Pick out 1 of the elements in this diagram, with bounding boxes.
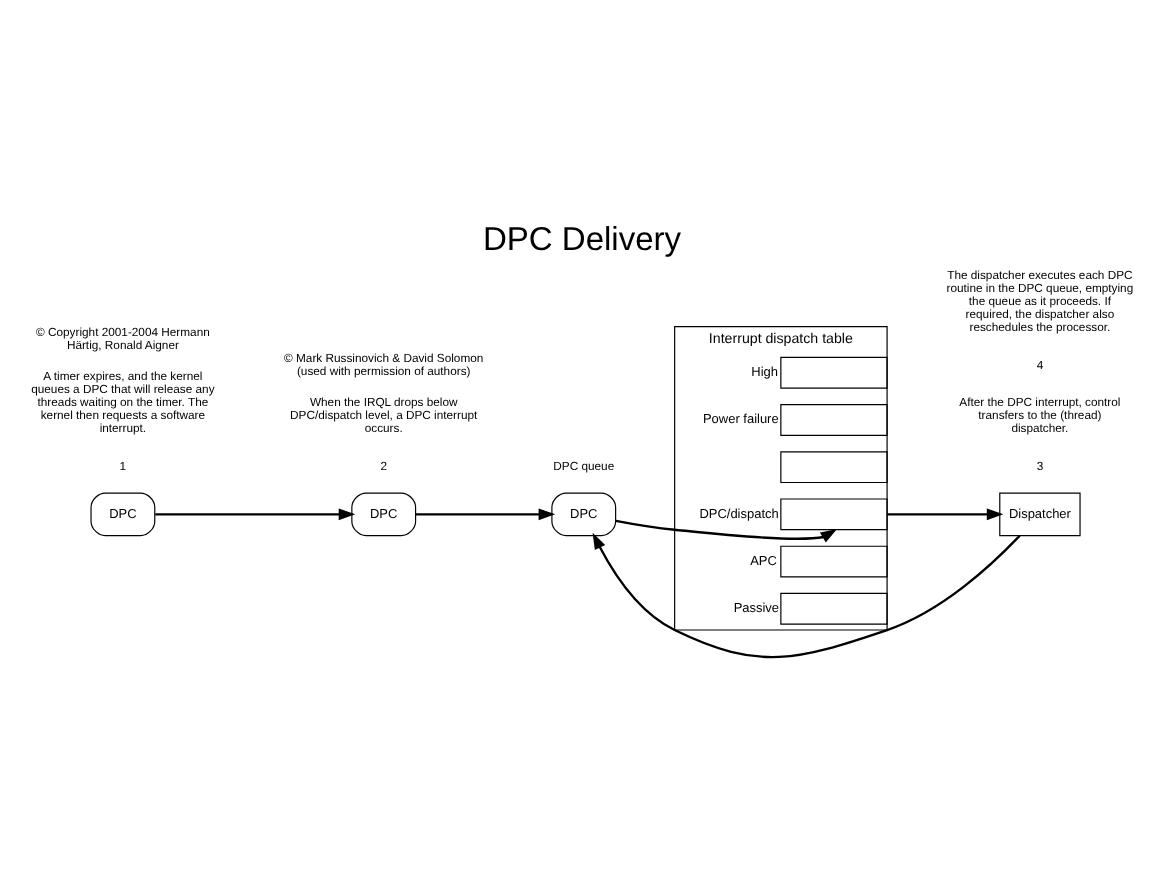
diagram-title: DPC Delivery [482, 219, 682, 258]
